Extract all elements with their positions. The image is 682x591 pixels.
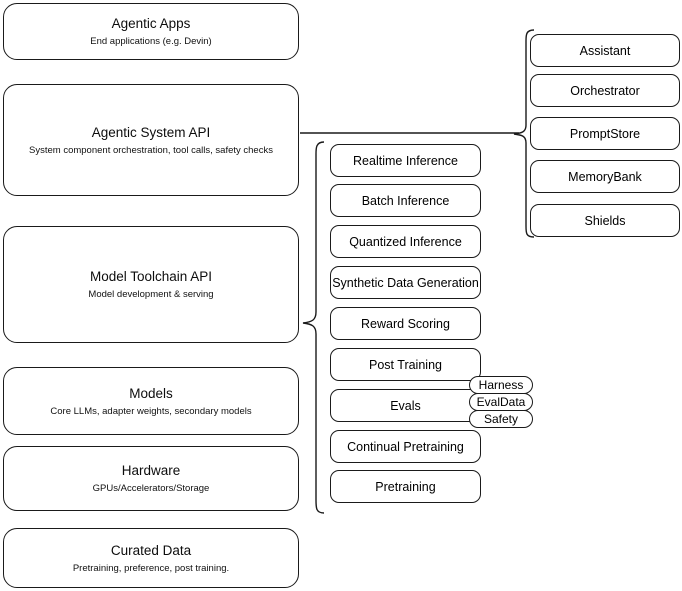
stack-layer-subtitle: System component orchestration, tool cal… — [29, 144, 273, 156]
eval-subcomponent-label: EvalData — [476, 394, 526, 409]
capability-pretraining[interactable]: Pretraining — [330, 470, 481, 503]
stack-layer-title: Curated Data — [110, 542, 192, 558]
capability-label: Reward Scoring — [361, 316, 450, 331]
system-component-orchestrator[interactable]: Orchestrator — [530, 74, 680, 107]
system-component-label: Shields — [584, 213, 626, 228]
system-component-label: Orchestrator — [570, 83, 640, 98]
stack-layer-title: Model Toolchain API — [89, 269, 213, 284]
capability-label: Evals — [390, 398, 421, 413]
capability-post-training[interactable]: Post Training — [330, 348, 481, 381]
stack-layer-title: Agentic System API — [91, 124, 211, 140]
stack-layer-curated-data[interactable]: Curated Data Pretraining, preference, po… — [3, 528, 299, 588]
stack-layer-agentic-apps[interactable]: Agentic Apps End applications (e.g. Devi… — [3, 3, 299, 60]
capability-label: Synthetic Data Generation — [332, 275, 479, 290]
connector-system-api-to-components — [300, 132, 519, 134]
eval-subcomponent-harness[interactable]: Harness — [469, 376, 533, 394]
stack-layer-subtitle: Core LLMs, adapter weights, secondary mo… — [50, 405, 252, 417]
capability-label: Quantized Inference — [349, 234, 462, 249]
capability-label: Realtime Inference — [353, 153, 458, 168]
stack-layer-hardware[interactable]: Hardware GPUs/Accelerators/Storage — [3, 446, 299, 511]
system-component-shields[interactable]: Shields — [530, 204, 680, 237]
capability-evals[interactable]: Evals — [330, 389, 481, 422]
capability-label: Continual Pretraining — [347, 439, 464, 454]
capability-continual-pretraining[interactable]: Continual Pretraining — [330, 430, 481, 463]
capability-synthetic-data-generation[interactable]: Synthetic Data Generation — [330, 266, 481, 299]
brace-toolchain-capabilities — [302, 141, 325, 514]
capability-realtime-inference[interactable]: Realtime Inference — [330, 144, 481, 177]
capability-label: Pretraining — [375, 479, 436, 494]
stack-layer-subtitle: End applications (e.g. Devin) — [90, 36, 212, 47]
stack-layer-subtitle: Pretraining, preference, post training. — [72, 562, 230, 574]
capability-quantized-inference[interactable]: Quantized Inference — [330, 225, 481, 258]
system-component-label: PromptStore — [569, 126, 641, 141]
stack-layer-subtitle: GPUs/Accelerators/Storage — [92, 483, 210, 494]
system-component-label: MemoryBank — [568, 169, 642, 184]
system-component-promptstore[interactable]: PromptStore — [530, 117, 680, 150]
eval-subcomponent-label: Harness — [478, 377, 524, 392]
stack-layer-models[interactable]: Models Core LLMs, adapter weights, secon… — [3, 367, 299, 435]
eval-subcomponent-label: Safety — [483, 411, 519, 426]
capability-label: Post Training — [369, 357, 442, 372]
stack-layer-subtitle: Model development & serving — [88, 289, 214, 300]
system-component-label: Assistant — [579, 43, 631, 58]
stack-layer-title: Agentic Apps — [111, 16, 191, 31]
capability-label: Batch Inference — [361, 193, 450, 208]
capability-reward-scoring[interactable]: Reward Scoring — [330, 307, 481, 340]
eval-subcomponent-safety[interactable]: Safety — [469, 410, 533, 428]
system-component-memorybank[interactable]: MemoryBank — [530, 160, 680, 193]
capability-batch-inference[interactable]: Batch Inference — [330, 184, 481, 217]
stack-layer-title: Models — [129, 385, 173, 401]
stack-layer-model-toolchain-api[interactable]: Model Toolchain API Model development & … — [3, 226, 299, 343]
stack-layer-agentic-system-api[interactable]: Agentic System API System component orch… — [3, 84, 299, 196]
eval-subcomponent-evaldata[interactable]: EvalData — [469, 393, 533, 411]
stack-layer-title: Hardware — [121, 463, 181, 478]
system-component-assistant[interactable]: Assistant — [530, 34, 680, 67]
